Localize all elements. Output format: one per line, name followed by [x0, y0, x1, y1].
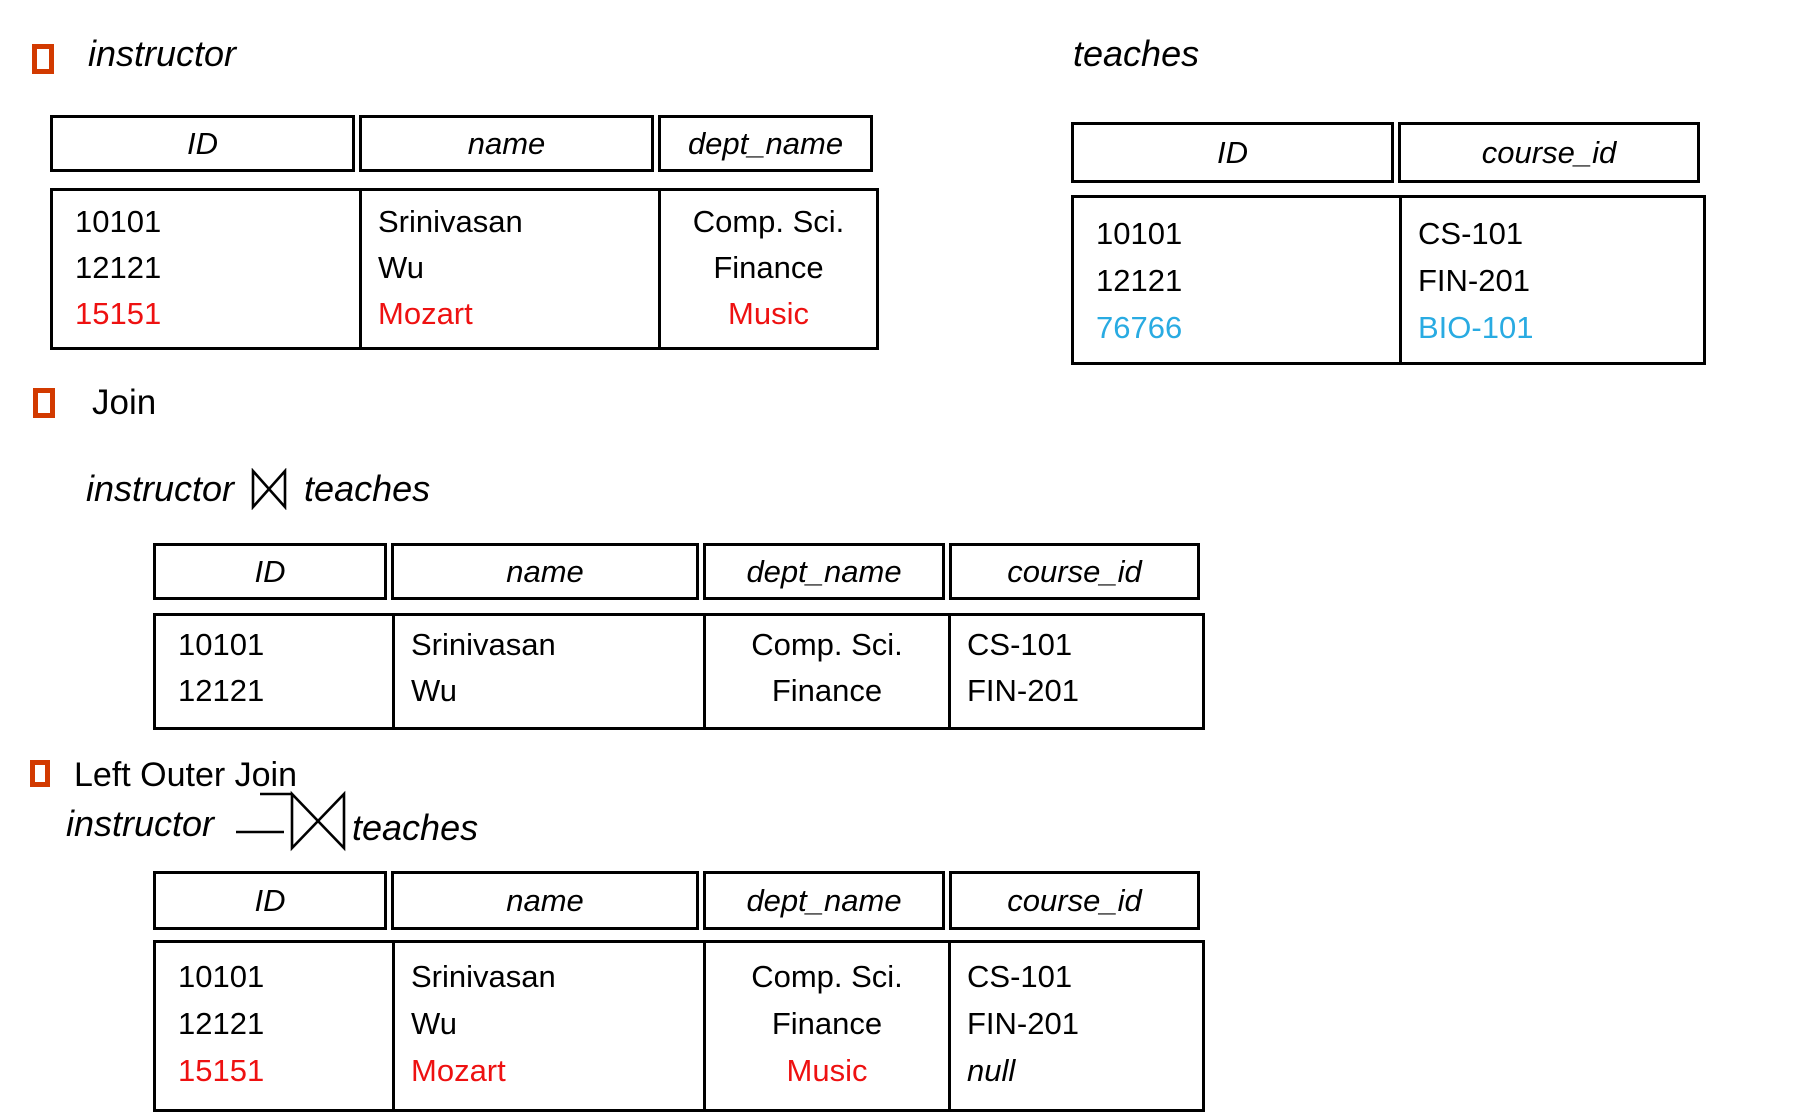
column-dept-name: Comp. Sci. Finance Music — [703, 943, 948, 1109]
data-cell: Srinivasan — [411, 959, 556, 994]
left-outer-join-heading: Left Outer Join — [74, 756, 298, 794]
teaches-table-body: 10101 12121 76766 CS-101 FIN-201 BIO-101 — [1071, 195, 1706, 365]
data-cell: Comp. Sci. — [751, 627, 903, 662]
left-outer-join-result-table: ID name dept_name course_id 10101 12121 … — [153, 871, 1205, 1112]
data-cell: 76766 — [1096, 310, 1183, 345]
data-cell: Finance — [771, 1006, 883, 1041]
column-id: 10101 12121 76766 — [1074, 198, 1399, 362]
bullet-square-icon — [33, 388, 55, 418]
loj-expression-right: teaches — [352, 807, 479, 848]
column-dept-name: Comp. Sci. Finance Music — [658, 191, 876, 347]
data-cell: 12121 — [1096, 263, 1183, 298]
loj-result-body: 10101 12121 15151 Srinivasan Wu Mozart C… — [153, 940, 1205, 1112]
data-cell: FIN-201 — [967, 673, 1079, 708]
data-cell: Wu — [411, 673, 457, 708]
data-cell: Finance — [771, 673, 883, 708]
data-cell: Comp. Sci. — [692, 204, 845, 239]
header-cell: dept_name — [703, 543, 945, 600]
instructor-table: ID name dept_name 10101 12121 15151 Srin… — [50, 115, 879, 350]
header-cell: dept_name — [658, 115, 873, 172]
data-cell: FIN-201 — [967, 1006, 1079, 1041]
teaches-relation-title: teaches — [1073, 33, 1200, 74]
column-dept-name: Comp. Sci. Finance — [703, 616, 948, 727]
column-name: Srinivasan Wu — [392, 616, 703, 727]
data-cell: Wu — [411, 1006, 457, 1041]
loj-result-header: ID name dept_name course_id — [153, 871, 1205, 930]
left-outer-join-icon — [236, 790, 346, 852]
join-expression-right: teaches — [304, 468, 431, 509]
instructor-table-body: 10101 12121 15151 Srinivasan Wu Mozart C… — [50, 188, 879, 350]
data-cell: Srinivasan — [378, 204, 523, 239]
header-cell: ID — [153, 871, 387, 930]
data-cell: 12121 — [75, 250, 162, 285]
data-cell: BIO-101 — [1418, 310, 1534, 345]
column-course-id: CS-101 FIN-201 BIO-101 — [1399, 198, 1703, 362]
teaches-table: ID course_id 10101 12121 76766 CS-101 FI… — [1071, 122, 1706, 365]
header-cell: ID — [153, 543, 387, 600]
join-result-table: ID name dept_name course_id 10101 12121 … — [153, 543, 1205, 730]
join-expression-left: instructor — [86, 468, 235, 509]
header-cell: ID — [50, 115, 355, 172]
instructor-table-header: ID name dept_name — [50, 115, 879, 172]
column-course-id: CS-101 FIN-201 — [948, 616, 1202, 727]
natural-join-icon — [251, 468, 287, 510]
data-cell: Music — [786, 1053, 868, 1088]
data-cell: Comp. Sci. — [751, 959, 903, 994]
data-cell: CS-101 — [1418, 216, 1524, 251]
header-cell: course_id — [1398, 122, 1700, 183]
join-heading: Join — [92, 383, 157, 422]
data-cell: 10101 — [1096, 216, 1183, 251]
header-cell: ID — [1071, 122, 1394, 183]
data-cell: CS-101 — [967, 959, 1073, 994]
data-cell: 12121 — [178, 673, 265, 708]
data-cell: Wu — [378, 250, 424, 285]
data-cell: Srinivasan — [411, 627, 556, 662]
teaches-table-header: ID course_id — [1071, 122, 1706, 183]
data-cell: Music — [728, 296, 809, 331]
data-cell: 10101 — [178, 627, 265, 662]
data-cell: FIN-201 — [1418, 263, 1530, 298]
join-expression: instructor teaches — [86, 468, 430, 510]
data-cell-null: null — [967, 1053, 1016, 1088]
data-cell: 15151 — [178, 1053, 265, 1088]
header-cell: course_id — [949, 543, 1200, 600]
data-cell: 10101 — [75, 204, 162, 239]
column-id: 10101 12121 — [156, 616, 392, 727]
header-cell: dept_name — [703, 871, 945, 930]
data-cell: 12121 — [178, 1006, 265, 1041]
header-cell: name — [391, 871, 699, 930]
header-cell: course_id — [949, 871, 1200, 930]
instructor-relation-title: instructor — [88, 33, 237, 74]
column-id: 10101 12121 15151 — [156, 943, 392, 1109]
data-cell: Mozart — [411, 1053, 506, 1088]
bullet-square-icon — [32, 44, 54, 74]
data-cell: 10101 — [178, 959, 265, 994]
data-cell: CS-101 — [967, 627, 1073, 662]
column-name: Srinivasan Wu Mozart — [359, 191, 658, 347]
data-cell: Finance — [713, 250, 824, 285]
data-cell: 15151 — [75, 296, 162, 331]
header-cell: name — [391, 543, 699, 600]
column-name: Srinivasan Wu Mozart — [392, 943, 703, 1109]
data-cell: Mozart — [378, 296, 473, 331]
column-id: 10101 12121 15151 — [53, 191, 359, 347]
bullet-square-icon — [30, 760, 50, 787]
column-course-id: CS-101 FIN-201 null — [948, 943, 1202, 1109]
join-result-body: 10101 12121 Srinivasan Wu Comp. Sci. Fin… — [153, 613, 1205, 730]
join-result-header: ID name dept_name course_id — [153, 543, 1205, 600]
header-cell: name — [359, 115, 654, 172]
loj-expression-left: instructor — [66, 803, 215, 844]
